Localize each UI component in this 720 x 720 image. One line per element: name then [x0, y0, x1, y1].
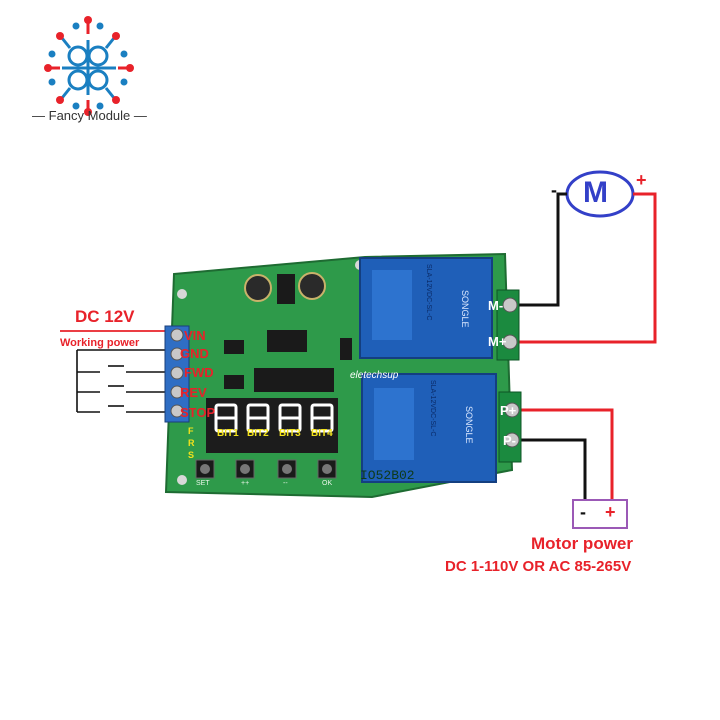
fancy-module-logo: [44, 16, 134, 116]
digit-label-4: BIT4: [311, 428, 333, 439]
pcb-board: [164, 252, 522, 499]
motor-power-box: [572, 499, 628, 529]
motor-plus: +: [636, 170, 647, 190]
motor-power-title: Motor power: [531, 534, 633, 553]
digit-label-1: BIT1: [217, 428, 239, 439]
button-label-plus: ++: [241, 480, 250, 487]
digit-label-3: BIT3: [279, 428, 301, 439]
pin-vin: VIN: [184, 328, 206, 343]
relay-2-model: SLA-12VDC-SL-C: [429, 380, 436, 437]
pin-gnd: GND: [180, 346, 209, 361]
board-model: IO52B02: [360, 468, 415, 483]
supply-subtitle: Working power: [60, 337, 140, 349]
motor-wires: [505, 192, 657, 344]
pin-stop: STOP: [180, 405, 216, 420]
terminal-p-plus: P+: [500, 403, 517, 418]
supply-title: DC 12V: [75, 307, 135, 326]
pin-rev: REV: [180, 385, 207, 400]
terminal-p-minus: P-: [503, 433, 516, 448]
motor-minus: -: [551, 180, 557, 200]
indicator-s: S: [188, 450, 195, 460]
relay-1-model: SLA-12VDC-SL-C: [425, 264, 432, 321]
board-brand-print: eletechsup: [350, 370, 399, 381]
motor-power-subtitle: DC 1-110V OR AC 85-265V: [445, 558, 632, 575]
indicator-r: R: [188, 438, 195, 448]
pin-fwd: FWD: [184, 365, 214, 380]
brand-name: Fancy Module: [48, 108, 131, 123]
control-switch-wires: [76, 349, 168, 413]
power-wires: [505, 408, 614, 500]
button-label-minus: --: [283, 480, 288, 487]
button-label-ok: OK: [322, 480, 333, 487]
brand-dash-left: —: [32, 108, 45, 123]
indicator-f: F: [188, 426, 194, 436]
digit-label-2: BIT2: [247, 428, 269, 439]
button-label-set: SET: [196, 480, 210, 487]
relay-2-brand: SONGLE: [464, 406, 474, 444]
brand-dash-right: —: [133, 108, 147, 123]
terminal-m-plus: M+: [488, 334, 507, 349]
relay-1-brand: SONGLE: [460, 290, 470, 328]
brand-caption: — Fancy Module —: [32, 108, 147, 123]
terminal-m-minus: M-: [488, 298, 504, 313]
power-plus: +: [605, 502, 616, 522]
seven-segment-digits: [214, 403, 334, 433]
power-minus: -: [580, 502, 586, 522]
motor-label: M: [583, 176, 608, 209]
